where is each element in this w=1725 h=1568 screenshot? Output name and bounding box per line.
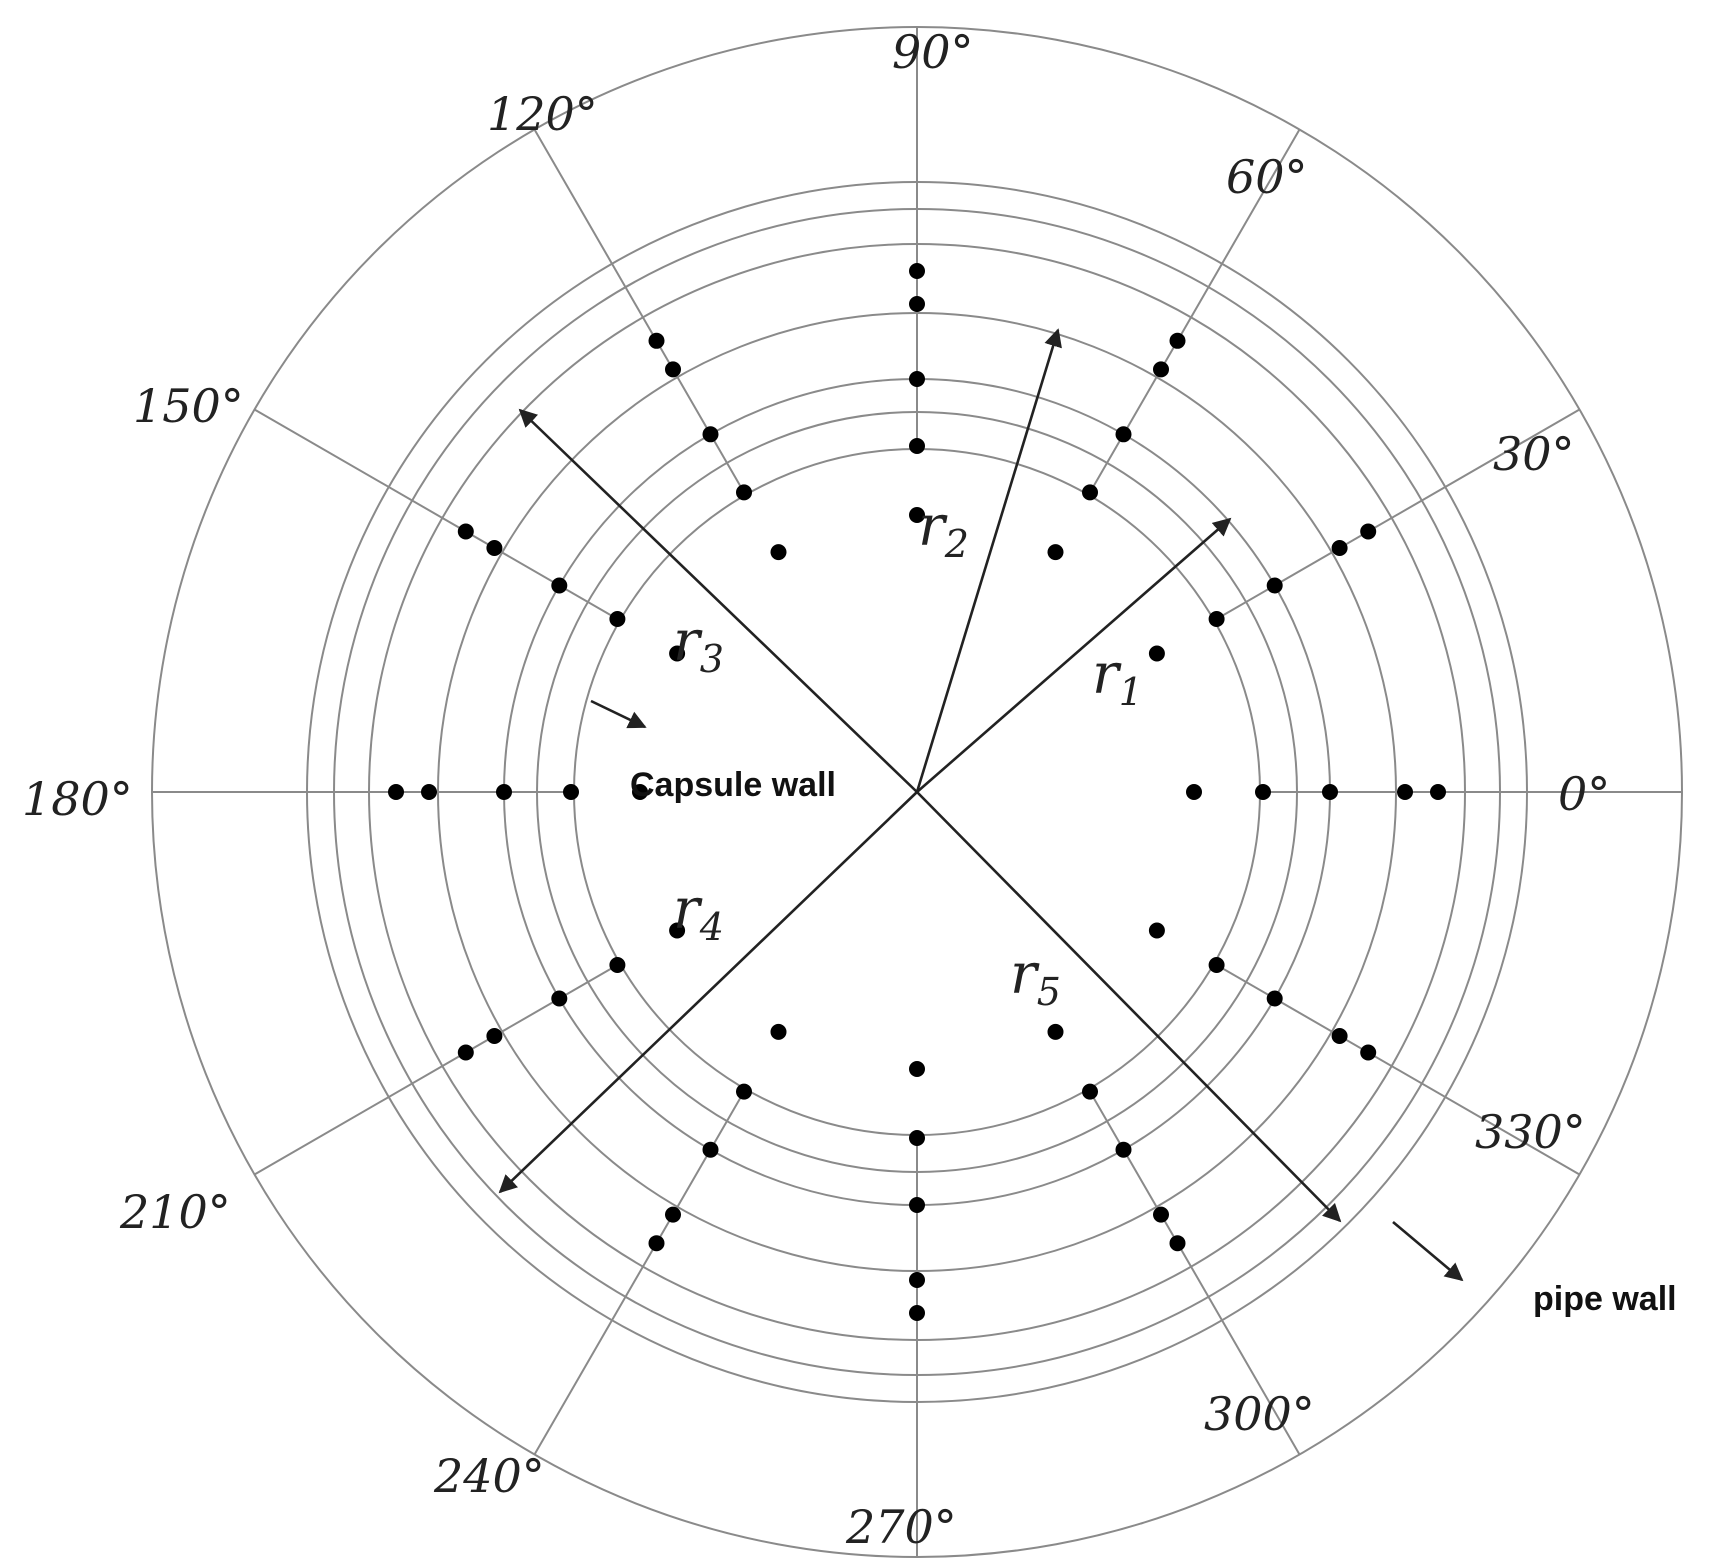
pipe-wall-arrow <box>1392 1221 1464 1282</box>
measurement-point <box>736 484 752 501</box>
measurement-point <box>1255 784 1271 800</box>
measurement-point <box>909 263 925 279</box>
measurement-point <box>1360 523 1377 540</box>
measurement-point <box>665 361 681 378</box>
measurement-point <box>1115 1141 1132 1158</box>
capsule-wall-label: Capsule wall <box>630 766 836 804</box>
radius-label-r2: r2 <box>918 494 969 566</box>
measurement-point <box>1148 645 1165 662</box>
measurement-point <box>909 1305 925 1321</box>
measurement-point <box>669 645 686 662</box>
measurement-point <box>770 544 787 561</box>
radius-label-r4: r4 <box>673 877 724 949</box>
measurement-point <box>909 507 925 523</box>
radius-label-r1: r1 <box>1092 642 1143 714</box>
angle-label-270: 270° <box>845 1500 957 1554</box>
measurement-point <box>1047 1023 1064 1040</box>
measurement-point <box>1153 361 1169 378</box>
measurement-point <box>1082 484 1098 501</box>
angle-label-120: 120° <box>487 87 598 141</box>
measurement-point <box>665 1206 681 1223</box>
capsule-wall-arrow <box>590 699 647 729</box>
angle-label-210: 210° <box>119 1185 231 1239</box>
measurement-point <box>1266 577 1283 594</box>
measurement-point <box>486 1028 503 1044</box>
measurement-point <box>1331 1028 1348 1044</box>
vector-r4 <box>498 791 918 1194</box>
radius-label-r5: r5 <box>1010 942 1061 1014</box>
measurement-point <box>1430 784 1446 800</box>
measurement-point <box>609 957 626 973</box>
measurement-point <box>457 1044 474 1061</box>
measurement-point <box>909 1197 925 1213</box>
measurement-point <box>1186 784 1202 800</box>
measurement-point <box>551 577 568 594</box>
measurement-point <box>909 1272 925 1288</box>
radius-labels: r1 r2 r3 r4 r5 <box>673 494 1143 1014</box>
measurement-point <box>909 1130 925 1146</box>
vector-r5 <box>916 791 1342 1223</box>
measurement-point <box>1115 426 1132 443</box>
measurement-point <box>702 426 719 443</box>
measurement-point <box>736 1083 752 1100</box>
measurement-point <box>909 296 925 312</box>
measurement-point <box>1208 611 1225 627</box>
measurement-point <box>1331 540 1348 556</box>
measurement-point <box>421 784 437 800</box>
measurement-point <box>648 1235 665 1252</box>
measurement-point <box>486 540 503 556</box>
vector-r2 <box>915 328 1062 793</box>
measurement-point <box>1360 1044 1377 1061</box>
measurement-point <box>496 784 512 800</box>
measurement-point <box>1153 1206 1169 1223</box>
vector-r3 <box>518 408 918 793</box>
angle-label-240: 240° <box>433 1449 545 1503</box>
angle-label-90: 90° <box>892 25 974 79</box>
measurement-point <box>1397 784 1413 800</box>
angle-label-60: 60° <box>1226 150 1308 204</box>
measurement-point <box>1082 1083 1098 1100</box>
measurement-point <box>770 1023 787 1040</box>
angle-label-30: 30° <box>1493 427 1575 481</box>
measurement-point <box>1266 990 1283 1007</box>
angle-label-300: 300° <box>1204 1387 1315 1441</box>
measurement-point <box>648 332 665 349</box>
measurement-point <box>563 784 579 800</box>
angle-label-150: 150° <box>133 379 244 433</box>
measurement-point <box>609 611 626 627</box>
measurement-point <box>669 922 686 939</box>
angle-label-180: 180° <box>22 772 133 826</box>
measurement-points <box>388 263 1446 1321</box>
angle-labels: 0° 30° 60° 90° 120° 150° 180° 210° 240° … <box>22 25 1610 1554</box>
measurement-point <box>388 784 404 800</box>
angle-label-0: 0° <box>1558 767 1610 821</box>
measurement-point <box>1208 957 1225 973</box>
measurement-point <box>1169 332 1186 349</box>
pipe-wall-label: pipe wall <box>1533 1280 1677 1318</box>
measurement-point <box>632 784 648 800</box>
vector-r1 <box>916 517 1232 793</box>
measurement-point <box>1047 544 1064 561</box>
measurement-point <box>702 1141 719 1158</box>
measurement-point <box>551 990 568 1007</box>
measurement-point <box>1169 1235 1186 1252</box>
measurement-point <box>909 371 925 387</box>
measurement-point <box>1148 922 1165 939</box>
measurement-point <box>1322 784 1338 800</box>
measurement-point <box>909 438 925 454</box>
measurement-point <box>909 1061 925 1077</box>
radius-vectors <box>498 328 1464 1282</box>
angle-label-330: 330° <box>1475 1105 1586 1159</box>
radius-label-r3: r3 <box>673 609 724 681</box>
measurement-point <box>457 523 474 540</box>
